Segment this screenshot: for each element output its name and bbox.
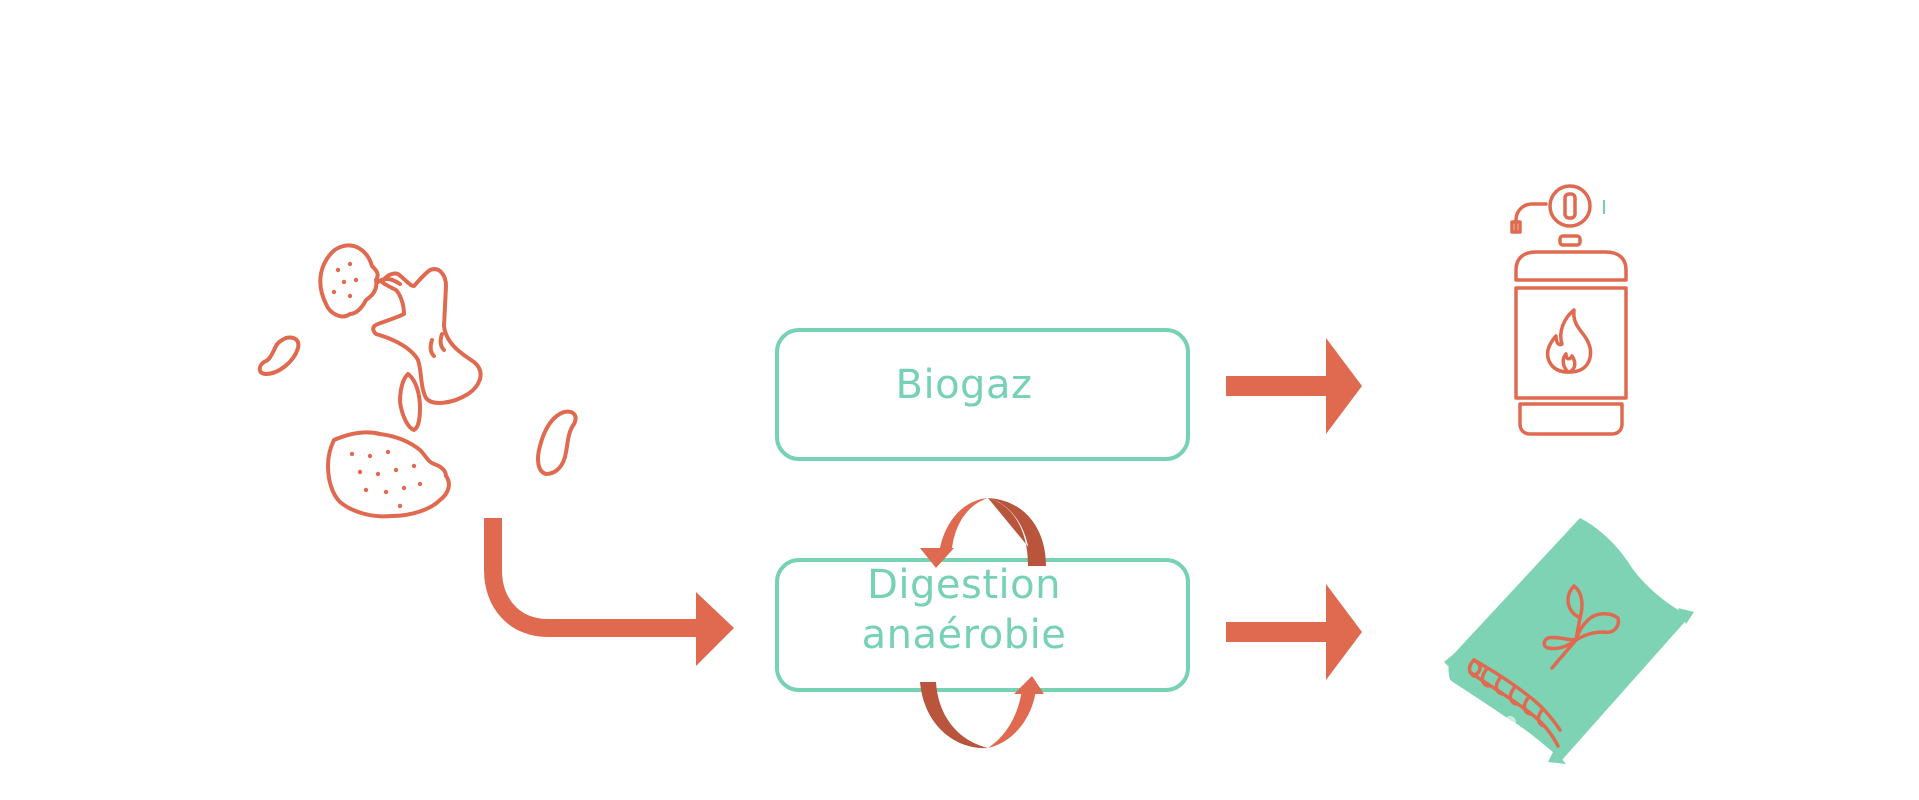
digestion-label-line1: Digestion	[867, 562, 1061, 608]
biogas-output-arrow	[1226, 338, 1362, 434]
biogas-label: Biogaz	[895, 362, 1033, 408]
fertilizer-bag-icon	[1444, 518, 1694, 764]
digestion-box	[775, 558, 1190, 692]
digestion-label: Digestion anaérobie	[762, 560, 1166, 660]
cycle-arrows-icon	[920, 498, 1046, 568]
digestion-label-line2: anaérobie	[861, 612, 1067, 658]
digestate-output-arrow	[1226, 584, 1362, 680]
cycle-arrows-bottom	[920, 676, 1044, 749]
input-arrow	[484, 518, 734, 666]
biogas-cylinder-icon	[1510, 184, 1628, 436]
biogas-box	[775, 328, 1190, 461]
food-waste-icon	[257, 243, 578, 519]
